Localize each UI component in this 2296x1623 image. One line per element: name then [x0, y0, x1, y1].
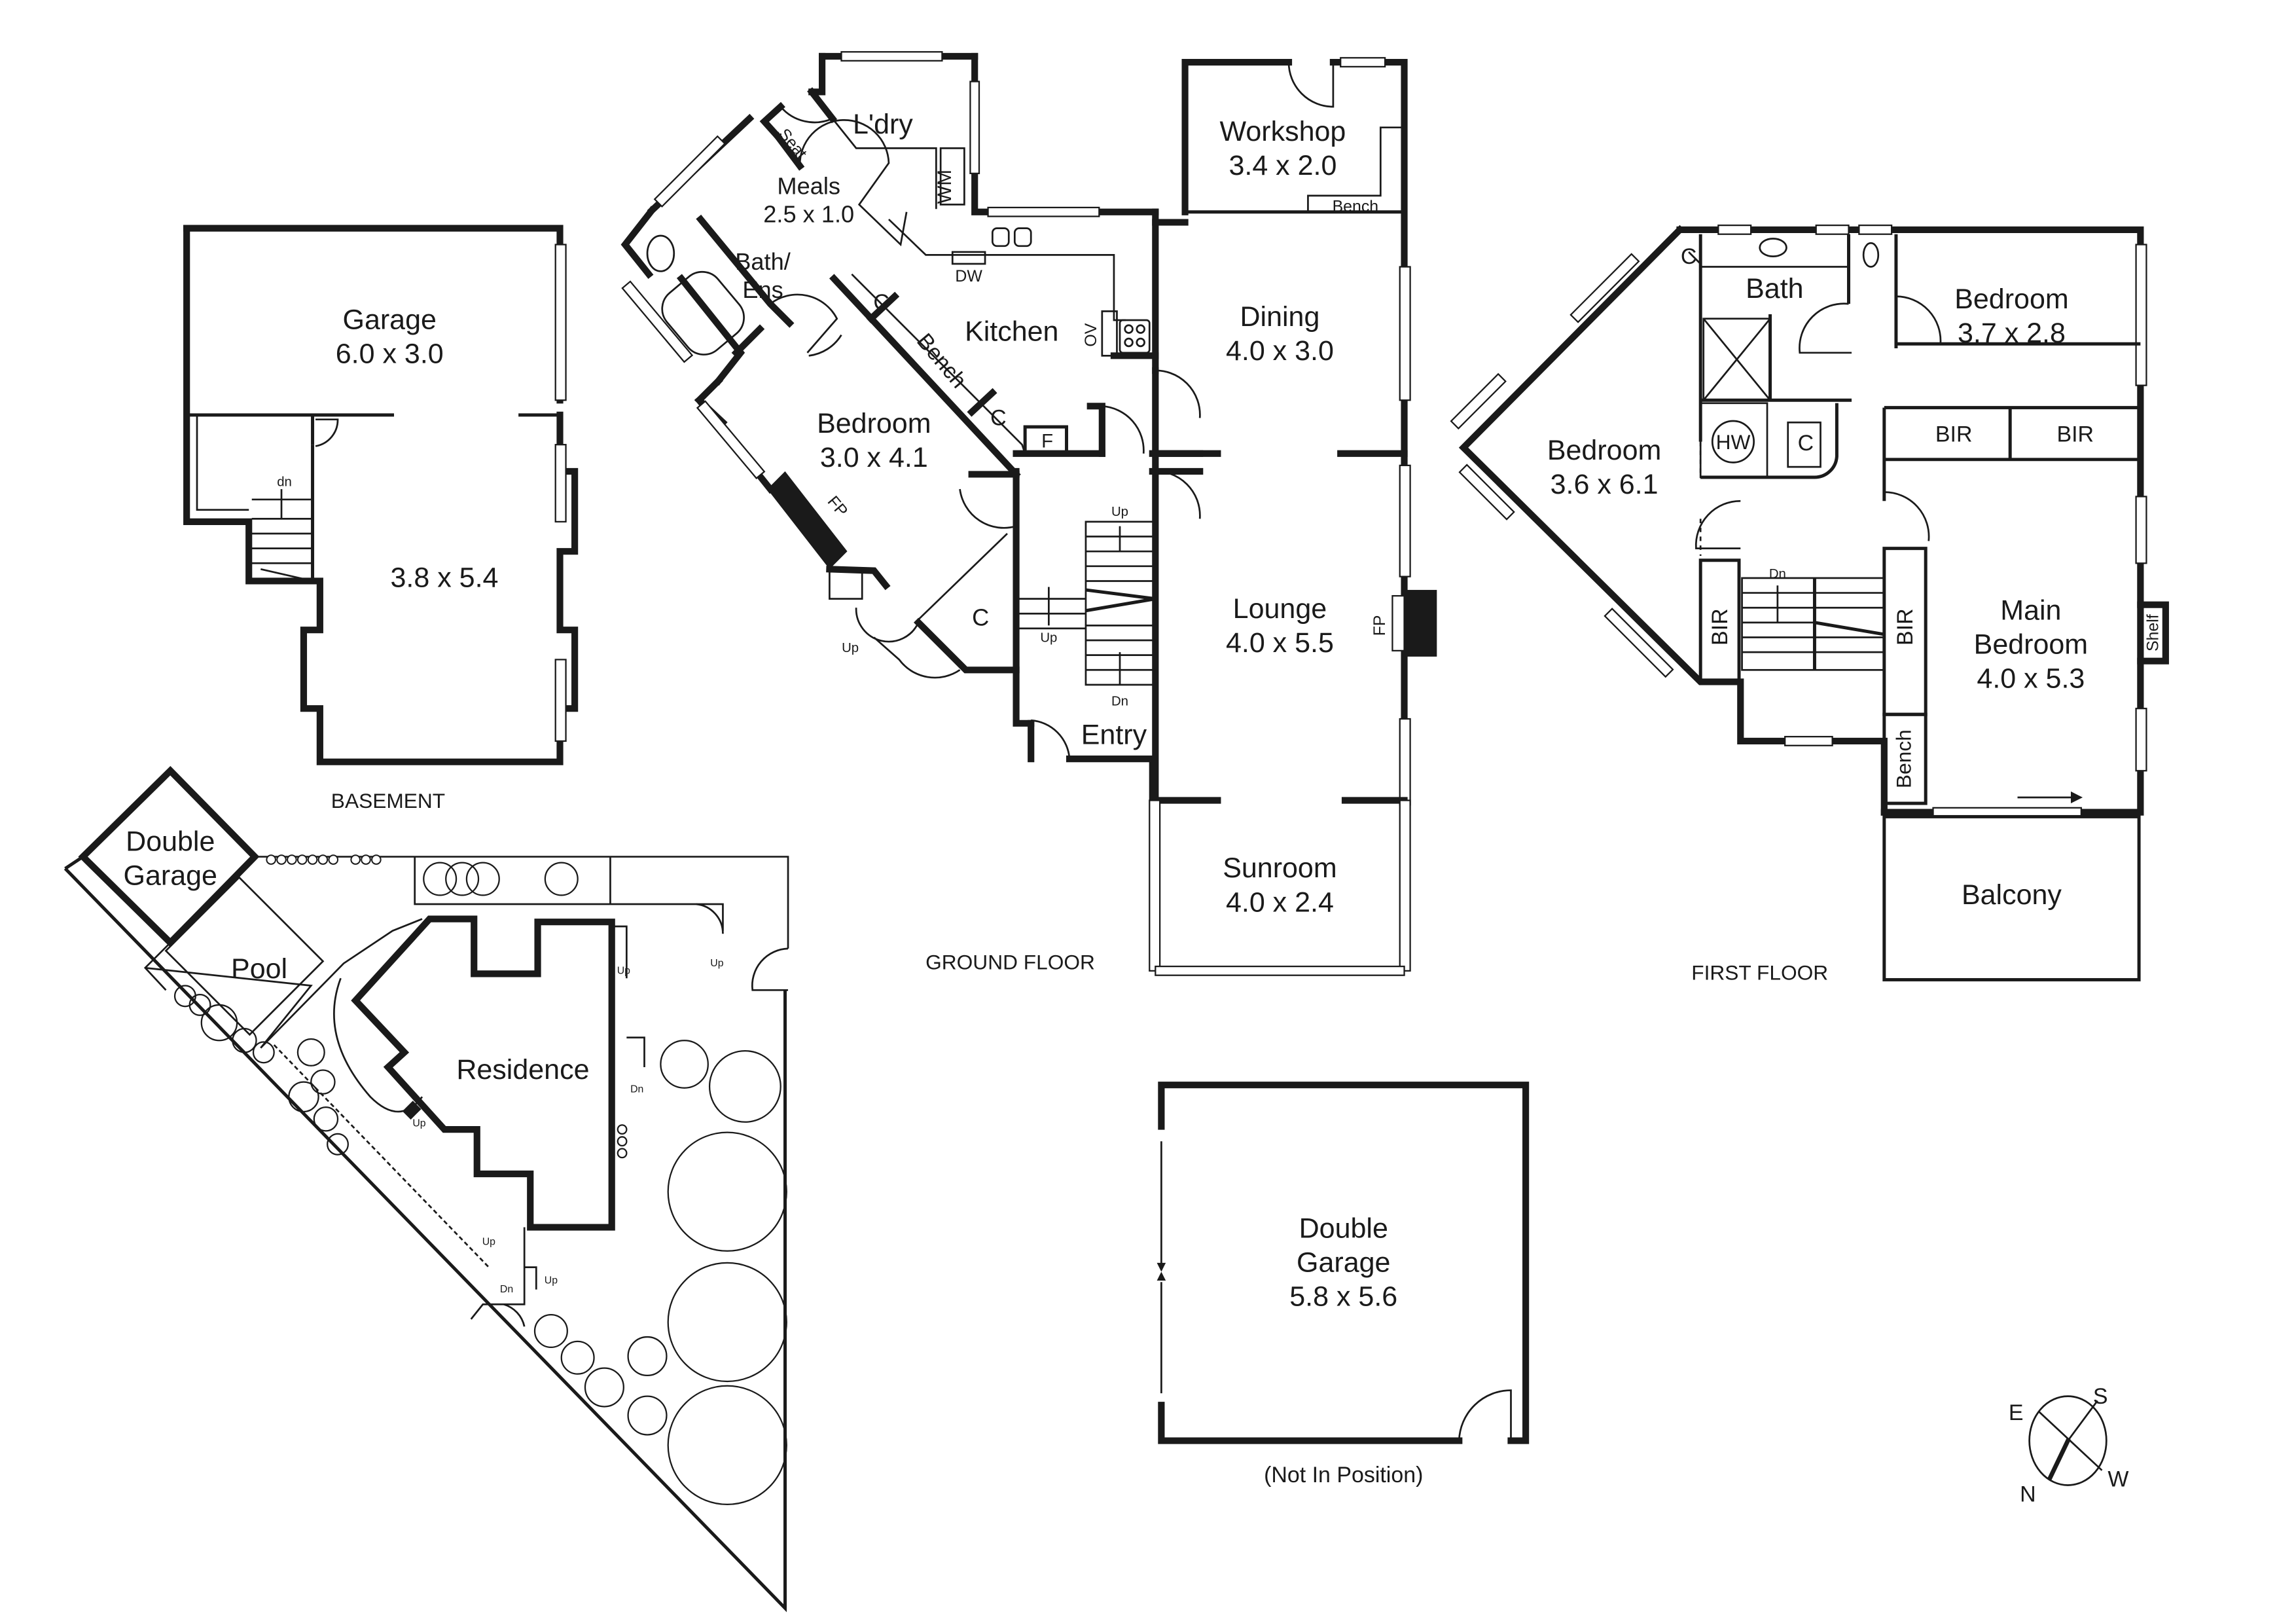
basement-plan: Garage 6.0 x 3.0 3.8 x 5.4 dn BASEMENT — [183, 225, 579, 812]
first-bedroom-3-label: Bedroom — [1547, 435, 1661, 466]
basement-garage-label: Garage — [343, 304, 437, 336]
first-bench-label: Bench — [1892, 729, 1916, 788]
basement-room-size: 3.8 x 5.4 — [391, 562, 499, 594]
stair-up-label-2: Up — [1040, 630, 1057, 645]
trees — [173, 862, 787, 1506]
site-stair-up-2: Up — [710, 958, 723, 969]
main-bedroom-size: 4.0 x 5.3 — [1977, 663, 2085, 694]
laundry-label: L'dry — [853, 109, 913, 140]
lounge-label: Lounge — [1233, 593, 1327, 625]
first-bath-label: Bath — [1746, 273, 1803, 304]
outbuilding-double-garage: Double Garage 5.8 x 5.6 (Not In Position… — [1157, 1082, 1530, 1487]
basement-stairs — [251, 445, 315, 582]
basement-stair-dn: dn — [277, 475, 292, 490]
corner-cupboard-label: C — [1681, 244, 1697, 269]
kitchen-label: Kitchen — [965, 316, 1058, 348]
bir-label-3: BIR — [1708, 608, 1732, 646]
double-garage-label-1: Double — [1299, 1213, 1388, 1244]
kitchen-bench-label: Bench — [912, 329, 971, 393]
wm-label: WM — [934, 170, 956, 204]
site-stair-dn-2: Dn — [500, 1284, 513, 1295]
site-stair-up-3: Up — [412, 1118, 425, 1129]
meals-size: 2.5 x 1.0 — [763, 201, 854, 228]
workshop-label: Workshop — [1220, 116, 1346, 147]
site-stair-up-5: Up — [545, 1275, 558, 1286]
first-floor-title: FIRST FLOOR — [1691, 960, 1828, 984]
first-floor-plan: Bath Bedroom 3.7 x 2.8 Bedroom 3.6 x 6.1… — [1450, 224, 2169, 984]
first-floor-stairs — [1741, 577, 1886, 671]
lounge-size: 4.0 x 5.5 — [1226, 627, 1334, 659]
basement-garage-size: 6.0 x 3.0 — [336, 338, 444, 370]
dining-size: 4.0 x 3.0 — [1226, 335, 1334, 367]
main-bedroom-label-1: Main — [2000, 594, 2061, 626]
site-stair-up-4: Up — [482, 1237, 495, 1248]
dining-label: Dining — [1240, 301, 1319, 333]
site-stair-up-1: Up — [617, 965, 630, 976]
first-stair-dn-label: Dn — [1769, 567, 1786, 581]
site-double-garage-label-2: Garage — [124, 860, 217, 892]
bath-ens-label: Bath/ — [735, 248, 791, 275]
balcony-label: Balcony — [1962, 879, 2062, 911]
stair-dn-label: Dn — [1111, 695, 1128, 709]
shelf-label: Shelf — [2144, 614, 2162, 651]
main-bedroom-label-2: Bedroom — [1974, 629, 2088, 660]
sunroom-size: 4.0 x 2.4 — [1226, 886, 1334, 918]
site-stair-dn-1: Dn — [630, 1084, 643, 1095]
sunroom-label: Sunroom — [1223, 852, 1336, 884]
cupboard-label-2: C — [990, 406, 1007, 431]
hot-water-label: HW — [1716, 430, 1751, 454]
ground-bedroom-label: Bedroom — [817, 408, 931, 439]
compass-icon: N S E W — [2009, 1384, 2129, 1506]
oven-label: OV — [1082, 323, 1100, 346]
seat-label: Seat — [775, 125, 810, 162]
bir-label-4: BIR — [1893, 608, 1918, 646]
compass-e: E — [2009, 1400, 2024, 1425]
lounge-fireplace-label: FP — [1371, 615, 1389, 636]
double-garage-size: 5.8 x 5.6 — [1289, 1281, 1397, 1313]
stair-up-label-3: Up — [842, 641, 859, 655]
fridge-label: F — [1041, 431, 1053, 452]
bath-ens-label-2: Ens — [742, 276, 783, 303]
residence-label: Residence — [456, 1054, 589, 1085]
pool-label: Pool — [231, 953, 287, 985]
basement-title: BASEMENT — [331, 789, 445, 812]
compass-s: S — [2093, 1384, 2108, 1409]
hedge — [266, 854, 382, 865]
linen-cupboard-label: C — [1798, 431, 1814, 456]
ground-floor-title: GROUND FLOOR — [925, 951, 1095, 974]
cupboard-label-1: C — [873, 290, 889, 315]
ground-stairs — [1016, 520, 1157, 686]
compass-w: W — [2108, 1467, 2128, 1492]
entry-label: Entry — [1081, 719, 1147, 750]
first-bedroom-3-size: 3.6 x 6.1 — [1551, 469, 1659, 500]
ground-floor-plan: L'dry Meals 2.5 x 1.0 Bath/ Ens Kitchen … — [620, 51, 1437, 976]
bir-label-1: BIR — [1935, 422, 1973, 447]
compass-n: N — [2020, 1482, 2036, 1506]
site-plan: Double Garage Pool Residence Up Up Dn Up… — [63, 766, 789, 1613]
meals-label: Meals — [777, 173, 840, 200]
double-garage-label-2: Garage — [1297, 1247, 1390, 1278]
first-bedroom-2-size: 3.7 x 2.8 — [1958, 318, 2066, 349]
bedroom-fireplace-label: FP — [824, 492, 852, 520]
stair-up-label-1: Up — [1111, 505, 1128, 519]
cupboard-label-3: C — [972, 604, 989, 630]
workshop-size: 3.4 x 2.0 — [1229, 150, 1336, 181]
dw-label: DW — [955, 267, 982, 285]
workshop-bench-label: Bench — [1333, 198, 1379, 216]
site-double-garage-label-1: Double — [126, 826, 215, 857]
first-bedroom-2-label: Bedroom — [1954, 283, 2068, 315]
ground-bedroom-size: 3.0 x 4.1 — [820, 442, 928, 473]
bir-label-2: BIR — [2056, 422, 2094, 447]
not-in-position-note: (Not In Position) — [1264, 1463, 1423, 1487]
